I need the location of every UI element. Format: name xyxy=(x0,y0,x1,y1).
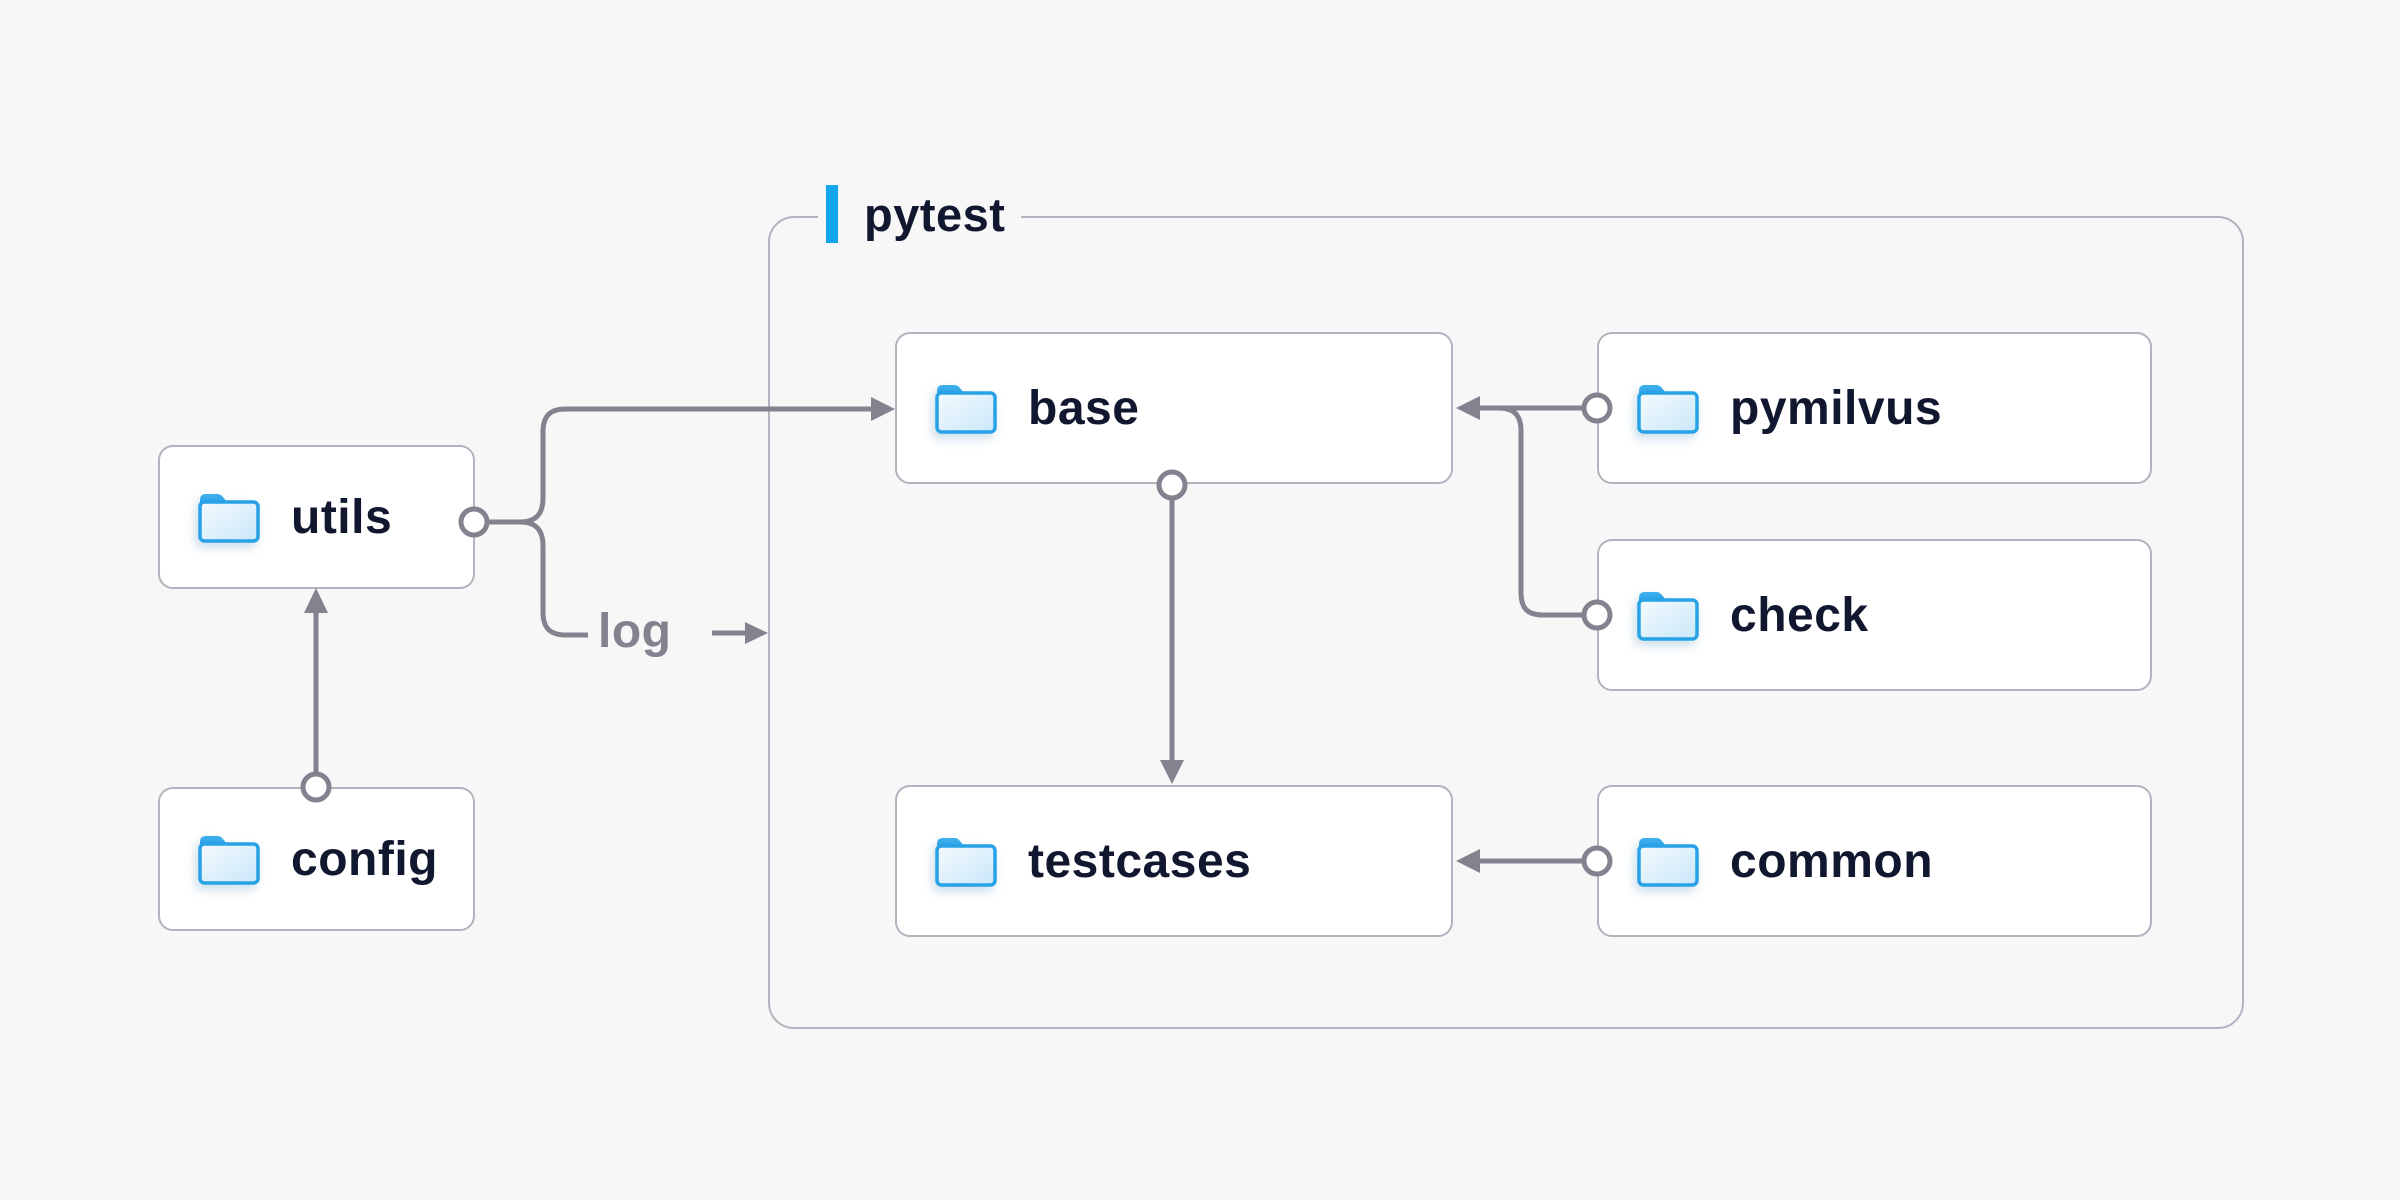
folder-icon xyxy=(1637,592,1699,641)
folder-icon xyxy=(1637,838,1699,887)
node-pymilvus: pymilvus xyxy=(1597,332,2152,484)
edge-utils-log xyxy=(519,519,588,638)
accent-bar xyxy=(826,185,838,243)
node-config: config xyxy=(158,787,475,931)
node-label: utils xyxy=(291,490,393,544)
node-common: common xyxy=(1597,785,2152,937)
node-label: testcases xyxy=(1028,834,1252,888)
node-base: base xyxy=(895,332,1453,484)
node-testcases: testcases xyxy=(895,785,1453,937)
node-utils: utils xyxy=(158,445,475,589)
arrowhead-log xyxy=(745,622,768,644)
pytest-group-label: pytest xyxy=(818,184,1022,244)
pytest-group-container xyxy=(768,216,2244,1029)
node-label: pymilvus xyxy=(1730,381,1943,435)
folder-icon xyxy=(935,838,997,887)
node-label: common xyxy=(1730,834,1934,888)
folder-icon xyxy=(1637,385,1699,434)
arrowhead-into-utils xyxy=(304,588,328,613)
folder-icon xyxy=(198,494,260,543)
node-label: config xyxy=(291,832,438,886)
node-check: check xyxy=(1597,539,2152,691)
folder-icon xyxy=(935,385,997,434)
node-label: check xyxy=(1730,588,1869,642)
node-label: base xyxy=(1028,381,1140,435)
edge-label-log: log xyxy=(598,605,672,658)
folder-icon xyxy=(198,836,260,885)
group-title: pytest xyxy=(864,187,1006,241)
